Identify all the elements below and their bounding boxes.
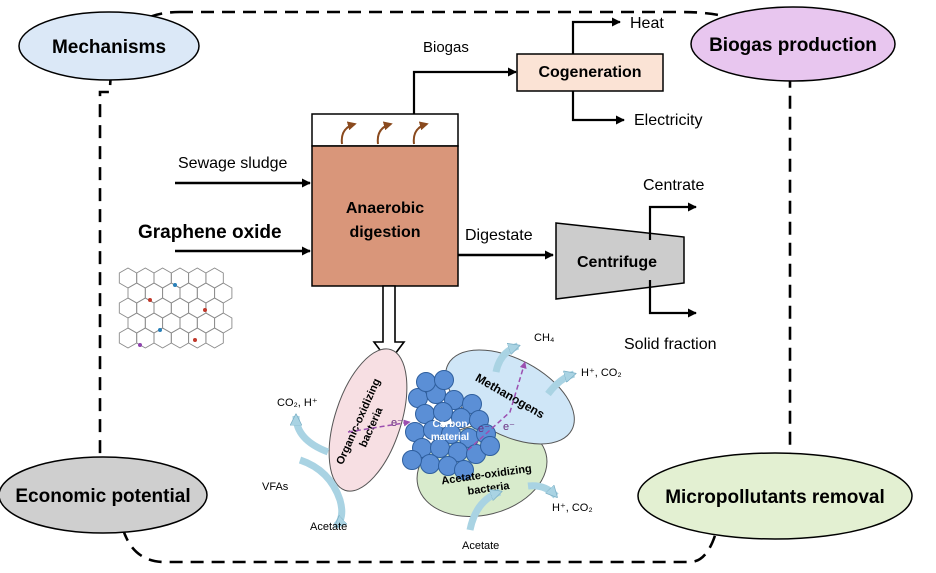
ch4-label: CH₄ (534, 332, 555, 344)
vfas-label: VFAs (262, 481, 289, 493)
gas-bubble-arrow (376, 121, 393, 145)
graphene-hexagon (188, 327, 207, 349)
graphene-functional-group (173, 283, 177, 287)
h-co2-bottom-flow-arrow (527, 482, 559, 499)
mechanism-illustration: Carbon material Organic-oxidizing bacter… (262, 332, 622, 552)
acetate-left-label: Acetate (310, 521, 347, 533)
graphene-functional-group (138, 343, 142, 347)
graphene-hexagon (153, 327, 172, 349)
graphene-hexagon (205, 327, 224, 349)
carbon-particle (454, 460, 474, 480)
anaerobic-digester: Anaerobic digestion (311, 113, 459, 287)
heat-arrow (571, 17, 621, 54)
down-hollow-arrow (372, 285, 406, 364)
micropollutants-removal-label: Micropollutants removal (665, 487, 885, 508)
digester-label-line1: Anaerobic (346, 200, 424, 217)
digester-label-line2: digestion (349, 224, 420, 241)
graphene-oxide-label: Graphene oxide (138, 222, 282, 243)
biogas-arrow (412, 67, 517, 114)
cogeneration-label: Cogeneration (538, 64, 641, 81)
co2-h-flow-arrow (296, 416, 330, 456)
h-co2-flow-arrow (545, 374, 574, 397)
gas-bubble-arrow (412, 121, 429, 145)
acetate-bottom-flow-arrow (466, 488, 500, 531)
h-co2-bottom-label: H⁺, CO₂ (552, 502, 593, 514)
electricity-arrow (571, 91, 625, 125)
carbon-label-line1: Carbon (433, 419, 468, 430)
carbon-particle (480, 436, 500, 456)
graphene-hexagon (170, 327, 190, 349)
vfas-acetate-flow-arrow (298, 456, 342, 529)
carbon-particle (416, 372, 436, 392)
biogas-production-label: Biogas production (709, 35, 877, 56)
graphene-functional-group (158, 328, 162, 332)
carbon-particle (433, 402, 453, 422)
electron-label: e⁻ (503, 421, 515, 433)
electron-path (467, 361, 527, 451)
carbon-particle (402, 450, 422, 470)
gas-bubble-arrow (340, 121, 357, 145)
economic-potential-ellipse: Economic potential (0, 456, 208, 534)
graphene-functional-group (148, 298, 152, 302)
electron-label: e⁻ (478, 423, 490, 435)
biogas-production-ellipse: Biogas production (690, 6, 896, 82)
carbon-particle (420, 454, 440, 474)
carbon-label-line2: material (431, 432, 470, 443)
co2-h-left-label: CO₂, H⁺ (277, 397, 318, 409)
cogeneration-box: Cogeneration (516, 53, 664, 92)
graphene-hexagon (118, 327, 138, 349)
graphene-lattice-icon (118, 267, 233, 349)
h-co2-right-label: H⁺, CO₂ (581, 367, 622, 379)
organic-oxidizing-bacteria (328, 348, 408, 492)
ch4-flow-arrow (492, 342, 518, 373)
solid-fraction-arrow (648, 280, 697, 318)
micropollutants-removal-ellipse: Micropollutants removal (637, 452, 913, 540)
biogas-label: Biogas (423, 39, 469, 56)
centrate-arrow (648, 202, 697, 240)
carbon-particle (434, 370, 454, 390)
electron-label: e⁻ (391, 417, 403, 429)
centrifuge-box: Centrifuge (555, 222, 685, 300)
electricity-label: Electricity (634, 112, 702, 129)
solid-fraction-label: Solid fraction (624, 336, 717, 353)
digestate-label: Digestate (465, 227, 533, 244)
graphene-functional-group (193, 338, 197, 342)
electron-path (347, 419, 411, 433)
centrate-label: Centrate (643, 177, 704, 194)
mechanisms-label: Mechanisms (52, 37, 166, 58)
carbon-material (402, 370, 500, 480)
heat-label: Heat (630, 15, 664, 32)
sewage-sludge-label: Sewage sludge (178, 155, 288, 172)
mechanisms-ellipse: Mechanisms (18, 11, 200, 81)
economic-potential-label: Economic potential (15, 486, 190, 507)
graphene-functional-group (203, 308, 207, 312)
acetate-bottom-label: Acetate (462, 540, 499, 552)
centrifuge-label: Centrifuge (577, 254, 657, 271)
